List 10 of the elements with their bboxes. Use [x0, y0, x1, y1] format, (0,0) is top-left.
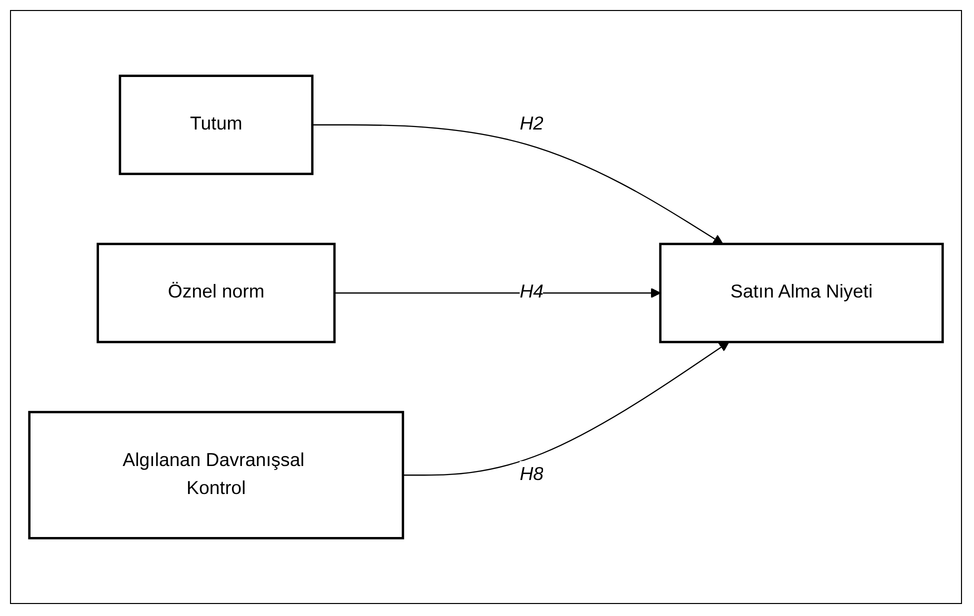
edge-label: H8: [520, 464, 544, 484]
edge-label: H4: [520, 282, 544, 302]
edge-label: H2: [520, 114, 544, 134]
node-box: Algılanan Davranışsal Kontrol: [28, 410, 404, 540]
node-box: Tutum: [118, 74, 314, 176]
arrow: [402, 342, 730, 476]
node-box: Satın Alma Niyeti: [659, 242, 944, 344]
node-box: Öznel norm: [96, 242, 336, 344]
arrow: [334, 288, 661, 298]
arrow: [312, 124, 724, 244]
